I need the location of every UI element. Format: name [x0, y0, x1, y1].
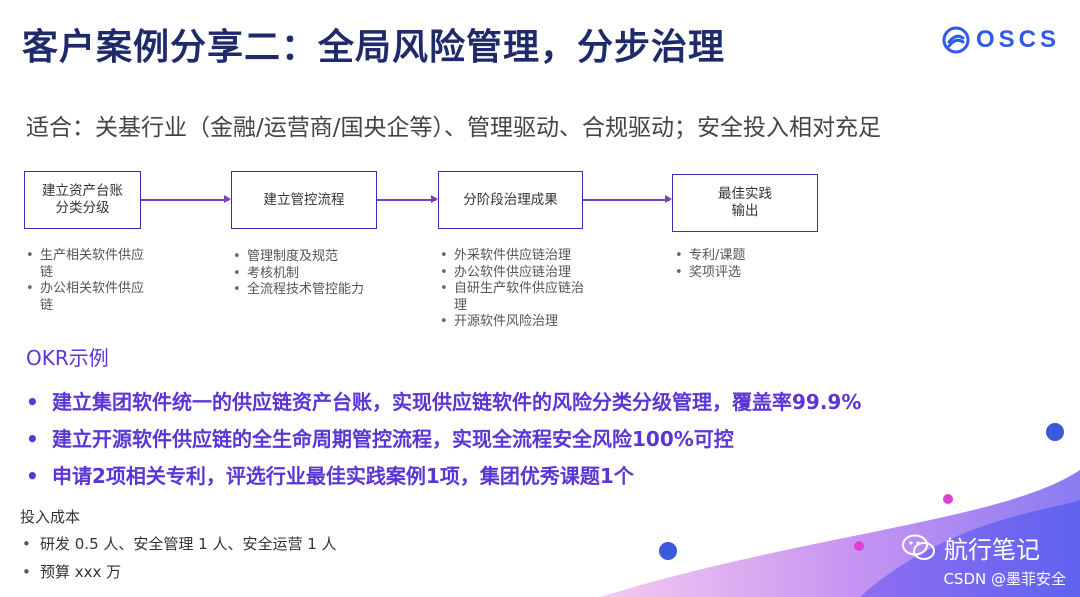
list-item: 办公相关软件供应链 — [26, 281, 144, 314]
oscs-logo: OSCS — [942, 26, 1060, 54]
wechat-icon — [902, 534, 935, 560]
flow-step-staged-results: 分阶段治理成果 — [438, 171, 583, 229]
okr-item: 建立集团软件统一的供应链资产台账，实现供应链软件的风险分类分级管理，覆盖率99.… — [26, 387, 861, 424]
oscs-logo-icon — [942, 26, 970, 54]
flow-bullets-4: 专利/课题 奖项评选 — [675, 248, 815, 281]
cost-list: 研发 0.5 人、安全管理 1 人、安全运营 1 人 预算 xxx 万 — [20, 533, 337, 589]
flow-bullets-2: 管理制度及规范 考核机制 全流程技术管控能力 — [233, 249, 393, 299]
list-item: 外采软件供应链治理 — [440, 248, 586, 265]
list-item: 全流程技术管控能力 — [233, 282, 393, 299]
wechat-watermark: 航行笔记 — [902, 530, 1040, 565]
flow-bullets-1: 生产相关软件供应链 办公相关软件供应链 — [26, 248, 144, 314]
decor-dot-pink-small — [854, 541, 864, 551]
slide-subtitle: 适合：关基行业（金融/运营商/国央企等）、管理驱动、合规驱动；安全投入相对充足 — [26, 115, 881, 141]
cost-heading: 投入成本 — [20, 508, 81, 526]
okr-item: 建立开源软件供应链的全生命周期管控流程，实现全流程安全风险100%可控 — [26, 424, 861, 461]
list-item: 办公软件供应链治理 — [440, 265, 586, 282]
cost-item: 研发 0.5 人、安全管理 1 人、安全运营 1 人 — [20, 533, 337, 561]
list-item: 管理制度及规范 — [233, 249, 393, 266]
list-item: 自研生产软件供应链治理 — [440, 281, 586, 314]
flow-arrow-1 — [141, 196, 231, 202]
csdn-watermark: CSDN @墨菲安全 — [943, 570, 1066, 588]
wechat-account-name: 航行笔记 — [944, 536, 1040, 564]
flow-step-best-practice: 最佳实践 输出 — [672, 174, 818, 232]
flow-bullets-3: 外采软件供应链治理 办公软件供应链治理 自研生产软件供应链治理 开源软件风险治理 — [440, 248, 586, 331]
list-item: 开源软件风险治理 — [440, 314, 586, 331]
okr-item: 申请2项相关专利，评选行业最佳实践案例1项，集团优秀课题1个 — [26, 461, 861, 498]
slide-title: 客户案例分享二：全局风险管理，分步治理 — [22, 27, 726, 68]
list-item: 奖项评选 — [675, 265, 815, 282]
list-item: 生产相关软件供应链 — [26, 248, 144, 281]
flow-arrow-2 — [377, 196, 438, 202]
logo-text: OSCS — [975, 26, 1060, 53]
decor-dot-pink — [943, 494, 953, 504]
flow-arrow-3 — [583, 196, 672, 202]
decor-dot-blue-large — [1046, 423, 1064, 441]
okr-list: 建立集团软件统一的供应链资产台账，实现供应链软件的风险分类分级管理，覆盖率99.… — [26, 387, 861, 498]
okr-heading: OKR示例 — [26, 346, 109, 370]
list-item: 考核机制 — [233, 266, 393, 283]
cost-item: 预算 xxx 万 — [20, 561, 337, 589]
decor-dot-blue — [659, 542, 677, 560]
flow-step-control-process: 建立管控流程 — [231, 171, 377, 229]
list-item: 专利/课题 — [675, 248, 815, 265]
flow-step-asset-ledger: 建立资产台账 分类分级 — [24, 171, 141, 229]
